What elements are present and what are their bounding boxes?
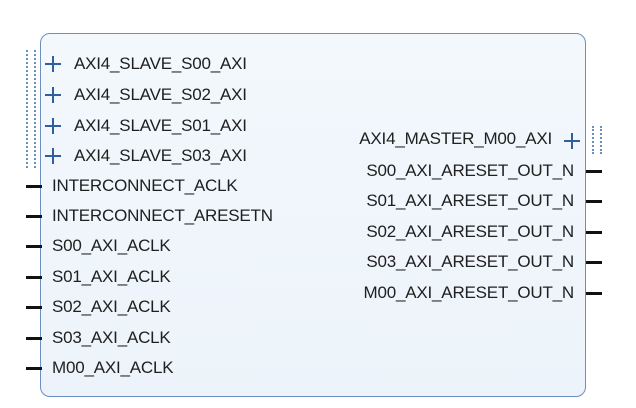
port-m00-axi-aclk[interactable]: M00_AXI_ACLK: [52, 358, 174, 377]
port-s00-axi-aclk[interactable]: S00_AXI_ACLK: [52, 236, 171, 255]
left-bus-connector[interactable]: [26, 50, 36, 168]
pin-s00-axi-areset-out-n[interactable]: [586, 170, 602, 173]
axi-interconnect-block[interactable]: [40, 33, 586, 397]
pin-interconnect-aresetn[interactable]: [26, 215, 42, 218]
interface-port-s00-axi[interactable]: AXI4_SLAVE_S00_AXI: [74, 54, 247, 73]
pin-interconnect-aclk[interactable]: [26, 185, 42, 188]
pin-s01-axi-aclk[interactable]: [26, 276, 42, 279]
port-s02-axi-areset-out-n[interactable]: S02_AXI_ARESET_OUT_N: [366, 222, 574, 241]
pin-s00-axi-aclk[interactable]: [26, 245, 42, 248]
expand-plus-icon[interactable]: [564, 133, 580, 149]
port-s00-axi-areset-out-n[interactable]: S00_AXI_ARESET_OUT_N: [366, 161, 574, 180]
pin-s01-axi-areset-out-n[interactable]: [586, 200, 602, 203]
port-s02-axi-aclk[interactable]: S02_AXI_ACLK: [52, 297, 171, 316]
interface-port-s03-axi[interactable]: AXI4_SLAVE_S03_AXI: [74, 146, 247, 165]
expand-plus-icon[interactable]: [45, 56, 61, 72]
expand-plus-icon[interactable]: [45, 148, 61, 164]
expand-plus-icon[interactable]: [45, 118, 61, 134]
pin-s02-axi-areset-out-n[interactable]: [586, 231, 602, 234]
right-bus-connector[interactable]: [592, 126, 602, 154]
pin-s03-axi-aclk[interactable]: [26, 337, 42, 340]
pin-s02-axi-aclk[interactable]: [26, 306, 42, 309]
interface-port-s02-axi[interactable]: AXI4_SLAVE_S02_AXI: [74, 85, 247, 104]
port-interconnect-aresetn[interactable]: INTERCONNECT_ARESETN: [52, 206, 273, 225]
pin-m00-axi-areset-out-n[interactable]: [586, 292, 602, 295]
port-m00-axi-areset-out-n[interactable]: M00_AXI_ARESET_OUT_N: [363, 283, 575, 302]
port-s03-axi-areset-out-n[interactable]: S03_AXI_ARESET_OUT_N: [366, 252, 574, 271]
pin-m00-axi-aclk[interactable]: [26, 367, 42, 370]
port-interconnect-aclk[interactable]: INTERCONNECT_ACLK: [52, 176, 238, 195]
port-s01-axi-areset-out-n[interactable]: S01_AXI_ARESET_OUT_N: [366, 191, 574, 210]
port-s03-axi-aclk[interactable]: S03_AXI_ACLK: [52, 328, 171, 347]
expand-plus-icon[interactable]: [45, 87, 61, 103]
port-s01-axi-aclk[interactable]: S01_AXI_ACLK: [52, 267, 171, 286]
pin-s03-axi-areset-out-n[interactable]: [586, 261, 602, 264]
interface-port-m00-axi[interactable]: AXI4_MASTER_M00_AXI: [359, 129, 552, 148]
interface-port-s01-axi[interactable]: AXI4_SLAVE_S01_AXI: [74, 116, 247, 135]
